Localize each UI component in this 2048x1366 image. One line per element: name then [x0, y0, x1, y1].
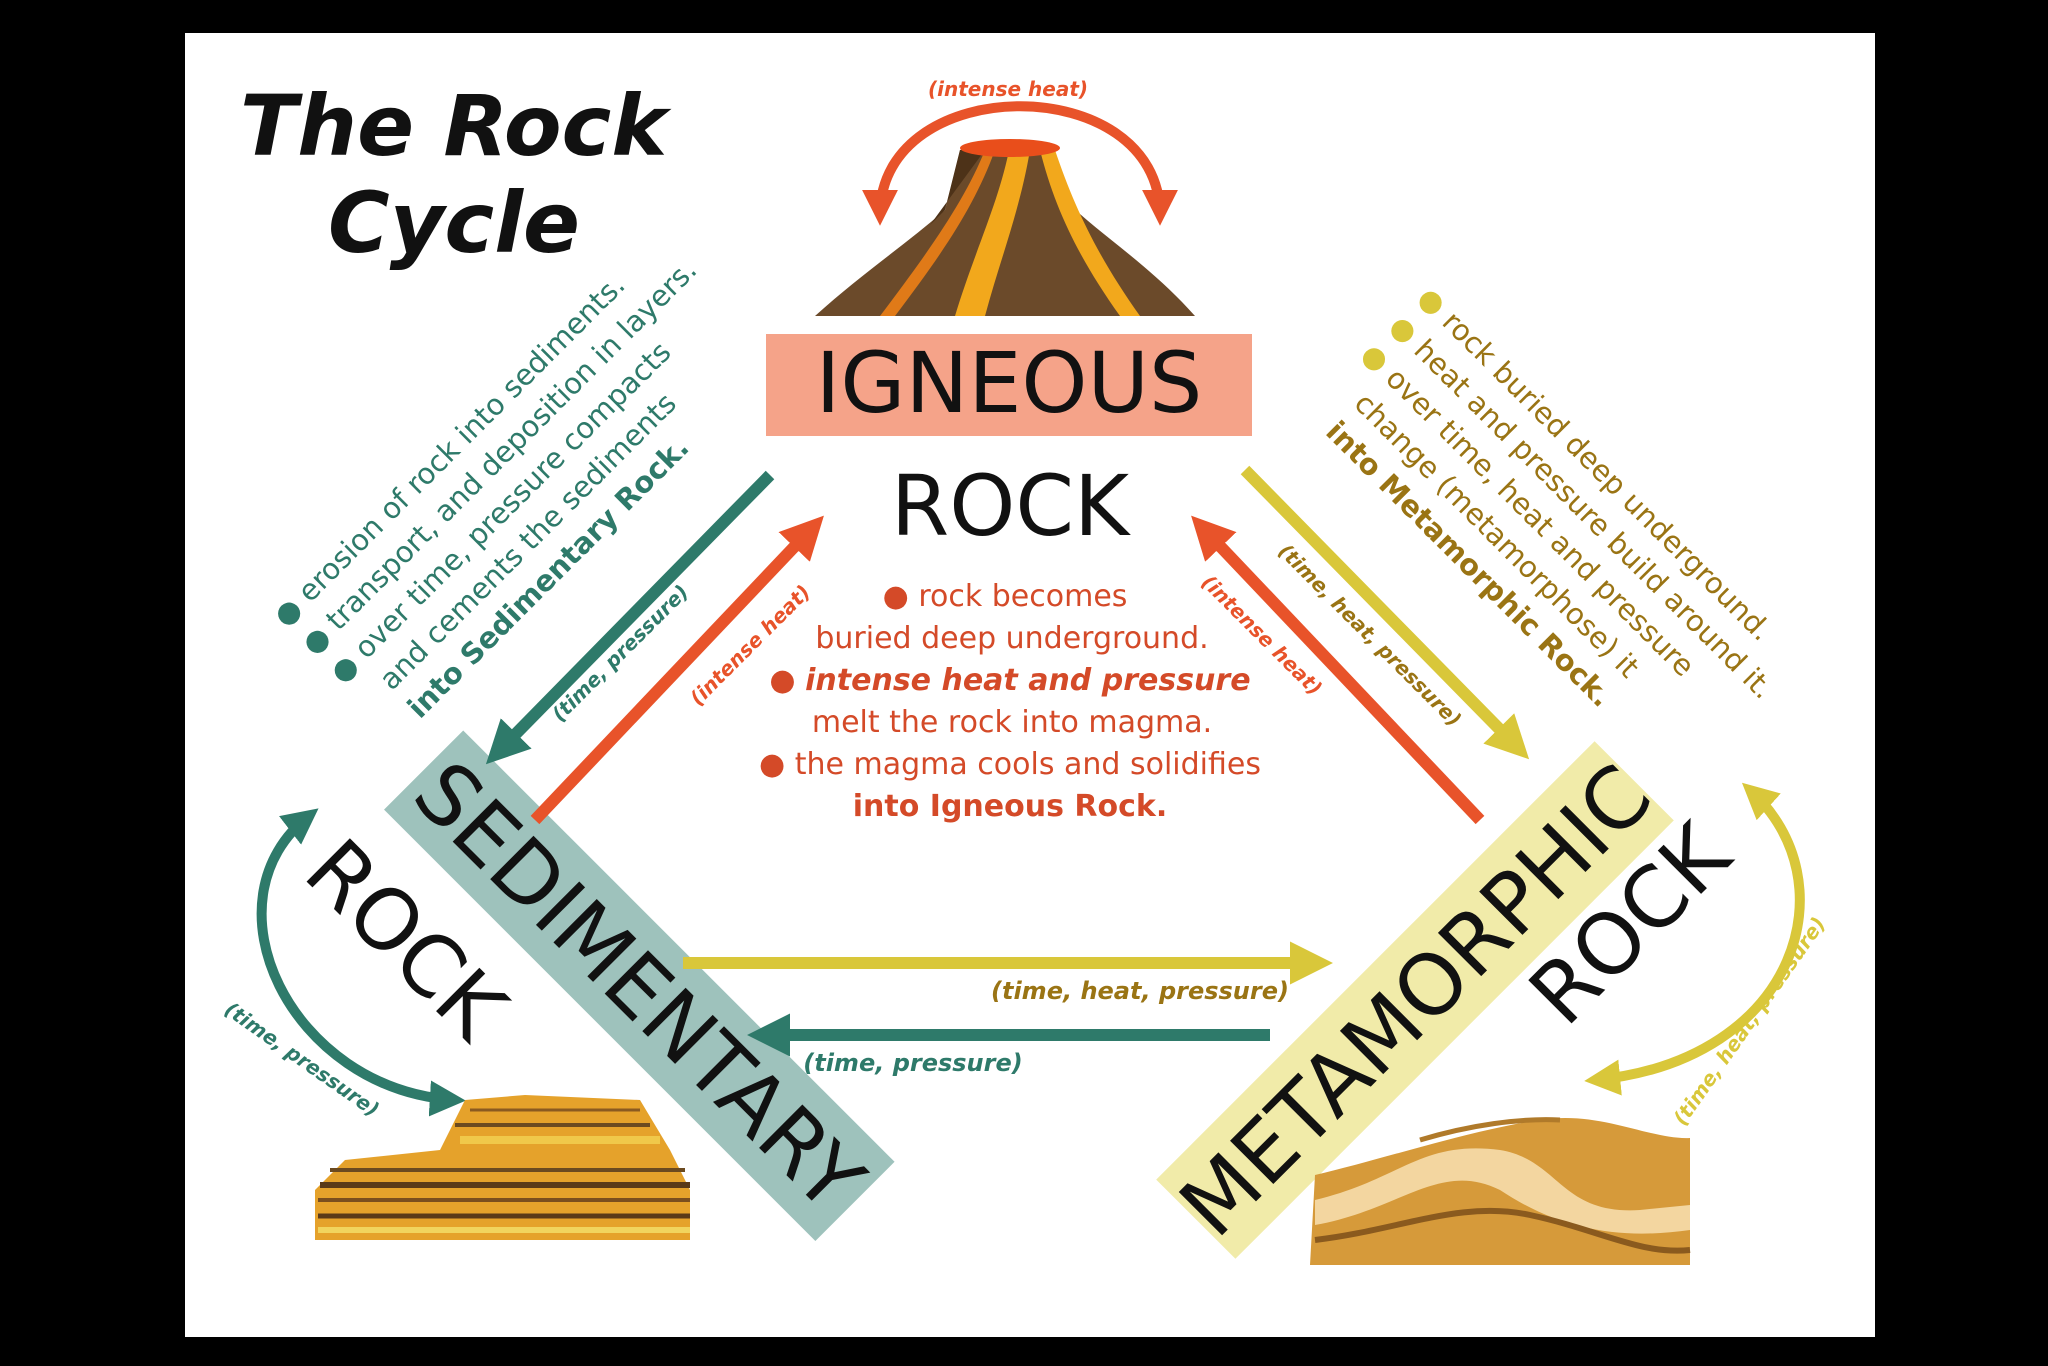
- arrow-igneous-to-metamorphic: [1240, 465, 1530, 760]
- arrow-metamorphic-to-igneous: [1191, 515, 1485, 825]
- igneous-desc-line-3: ● intense heat and pressure: [769, 663, 1250, 698]
- igneous-cycle-label: (intense heat): [928, 77, 1088, 101]
- igneous-desc-line-6: into Igneous Rock.: [853, 789, 1168, 824]
- igneous-label: IGNEOUS: [816, 334, 1203, 432]
- sedimentary-cycle-arrow: [256, 808, 466, 1117]
- sedimentary-label-box: [384, 730, 895, 1241]
- label-metamorphic-to-sedimentary: (time, pressure): [803, 1049, 1022, 1077]
- igneous-desc-line-2: buried deep underground.: [815, 621, 1208, 656]
- title-line-1: The Rock: [240, 77, 672, 175]
- igneous-label-box: [766, 334, 1252, 436]
- metamorphic-cycle-arrow: [1584, 782, 1805, 1096]
- igneous-desc-line-4: melt the rock into magma.: [812, 705, 1212, 740]
- folded-rock-icon: [1310, 1117, 1691, 1265]
- igneous-desc-line-5: ● the magma cools and solidifies: [759, 747, 1261, 782]
- label-sedimentary-to-metamorphic: (time, heat, pressure): [991, 977, 1289, 1005]
- metamorphic-label-box: [1156, 741, 1674, 1259]
- igneous-description: ● rock becomes buried deep underground. …: [759, 579, 1261, 824]
- igneous-desc-line-1: ● rock becomes: [883, 579, 1128, 614]
- arrow-igneous-to-sedimentary: [485, 470, 775, 765]
- layered-butte-icon: [315, 1095, 690, 1240]
- igneous-cycle-arrow: [862, 101, 1178, 226]
- arrow-sedimentary-to-igneous: [530, 515, 824, 825]
- igneous-sub-label: ROCK: [891, 457, 1131, 555]
- title-line-2: Cycle: [328, 174, 580, 272]
